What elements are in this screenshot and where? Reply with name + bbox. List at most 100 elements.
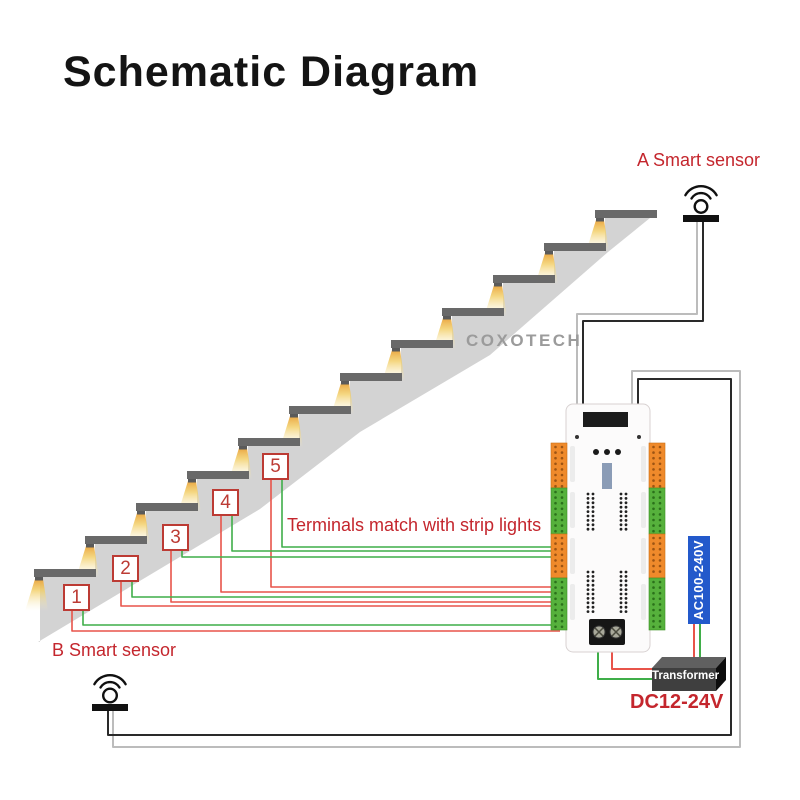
pin-dot: [591, 527, 595, 531]
terminal-screw-dot: [658, 553, 662, 557]
step-lamp: [545, 251, 553, 255]
terminal-screw-dot: [658, 570, 662, 573]
terminal-block-orange: [550, 442, 568, 489]
terminal-screw-dot: [652, 513, 655, 516]
terminal-block-green: [550, 577, 568, 631]
terminal-screw-dot: [554, 553, 557, 557]
pin-dot: [591, 588, 595, 591]
terminal-screw-dot: [658, 580, 662, 584]
terminal-screw-dot: [560, 591, 564, 595]
step5-red-wire: [270, 480, 560, 588]
controller-transformer-red: [611, 645, 654, 670]
transformer-top-face: [652, 657, 726, 668]
pin-dot: [591, 519, 595, 522]
staircase-body: [38, 218, 650, 642]
sensor-b-label: B Smart sensor: [52, 640, 177, 660]
pin-dot: [624, 588, 628, 591]
pin-dot: [619, 501, 623, 505]
controller-button[interactable]: [593, 449, 599, 455]
terminal-screw-dot: [658, 507, 662, 511]
terminal-screw-dot: [658, 490, 662, 494]
label-slot: [641, 538, 646, 574]
pin-dot: [591, 597, 595, 600]
terminal-screw-dot: [560, 484, 564, 488]
pin-dot: [619, 570, 623, 574]
step-lamp: [341, 381, 349, 385]
terminal-screw-dot: [554, 597, 557, 601]
step-marker-2-label: 2: [120, 558, 131, 579]
pin-dot: [619, 605, 623, 609]
terminal-screw-dot: [658, 536, 662, 540]
terminal-screw-dot: [560, 513, 564, 516]
terminal-screw-dot: [658, 473, 662, 477]
sensor-wires: [107, 222, 741, 748]
terminal-screw-dot: [658, 468, 662, 471]
terminal-screw-dot: [658, 608, 662, 612]
terminal-screw-dot: [560, 518, 564, 522]
terminal-screw-dot: [652, 473, 655, 477]
step1-red-wire: [71, 611, 560, 632]
pin-dot: [619, 601, 623, 605]
terminal-screw-dot: [652, 536, 655, 540]
terminal-screw-dot: [554, 536, 557, 540]
pin-dot: [619, 592, 623, 596]
label-slot: [641, 446, 646, 482]
transformer-label: Transformer: [652, 670, 720, 682]
pin-dot: [619, 575, 623, 578]
terminal-screw-dot: [560, 462, 564, 466]
ac-input-label: AC100-240V: [691, 539, 706, 621]
terminal-screw-dot: [652, 625, 655, 629]
terminal-screw-dot: [554, 462, 557, 466]
pin-dot: [619, 505, 623, 509]
terminal-screw-dot: [560, 501, 564, 505]
power-screw[interactable]: [592, 625, 606, 639]
terminal-screw-dot: [554, 625, 557, 629]
pin-dot: [624, 570, 628, 574]
step-lamp: [443, 316, 451, 320]
pin-dot: [586, 583, 590, 587]
terminal-screw-dot: [652, 456, 655, 460]
terminals-note: Terminals match with strip lights: [287, 515, 542, 535]
controller-button[interactable]: [604, 449, 610, 455]
terminal-block-orange: [648, 533, 666, 579]
stair-tread: [187, 471, 249, 479]
pin-dot: [586, 570, 590, 574]
page-title: Schematic Diagram: [63, 48, 480, 96]
terminal-screw-dot: [560, 479, 564, 482]
controller-transformer-green: [597, 645, 654, 680]
terminal-screw-dot: [658, 597, 662, 601]
pin-dot: [586, 610, 590, 613]
pin-dot: [624, 527, 628, 531]
step3-red-wire: [170, 551, 560, 603]
terminal-screw-dot: [658, 462, 662, 466]
pin-dot: [586, 527, 590, 531]
step-light-cone: [25, 579, 48, 611]
terminal-screw-dot: [554, 507, 557, 511]
terminal-block-green: [648, 577, 666, 631]
terminal-screw-dot: [658, 456, 662, 460]
terminal-screw-dot: [658, 529, 662, 533]
label-slot: [641, 492, 646, 528]
terminal-screw-dot: [652, 501, 655, 505]
terminal-screw-dot: [652, 524, 655, 527]
terminal-screw-dot: [560, 625, 564, 629]
step-lamp: [494, 283, 502, 287]
step-lamp: [35, 577, 43, 581]
terminal-screw-dot: [658, 496, 662, 499]
stair-tread: [391, 340, 453, 348]
step-lamp: [86, 544, 94, 548]
pin-dot: [586, 597, 590, 600]
pin-dot: [586, 592, 590, 596]
pin-dot: [591, 579, 595, 583]
pin-dot: [624, 592, 628, 596]
power-screw[interactable]: [609, 625, 623, 639]
terminal-screw-dot: [658, 625, 662, 629]
terminal-screw-dot: [554, 518, 557, 522]
step2-green-wire: [131, 582, 560, 598]
controller-button[interactable]: [615, 449, 621, 455]
pin-dot: [586, 575, 590, 578]
stair-tread: [493, 275, 555, 283]
step-marker-3-label: 3: [170, 527, 181, 548]
terminal-screw-dot: [652, 597, 655, 601]
